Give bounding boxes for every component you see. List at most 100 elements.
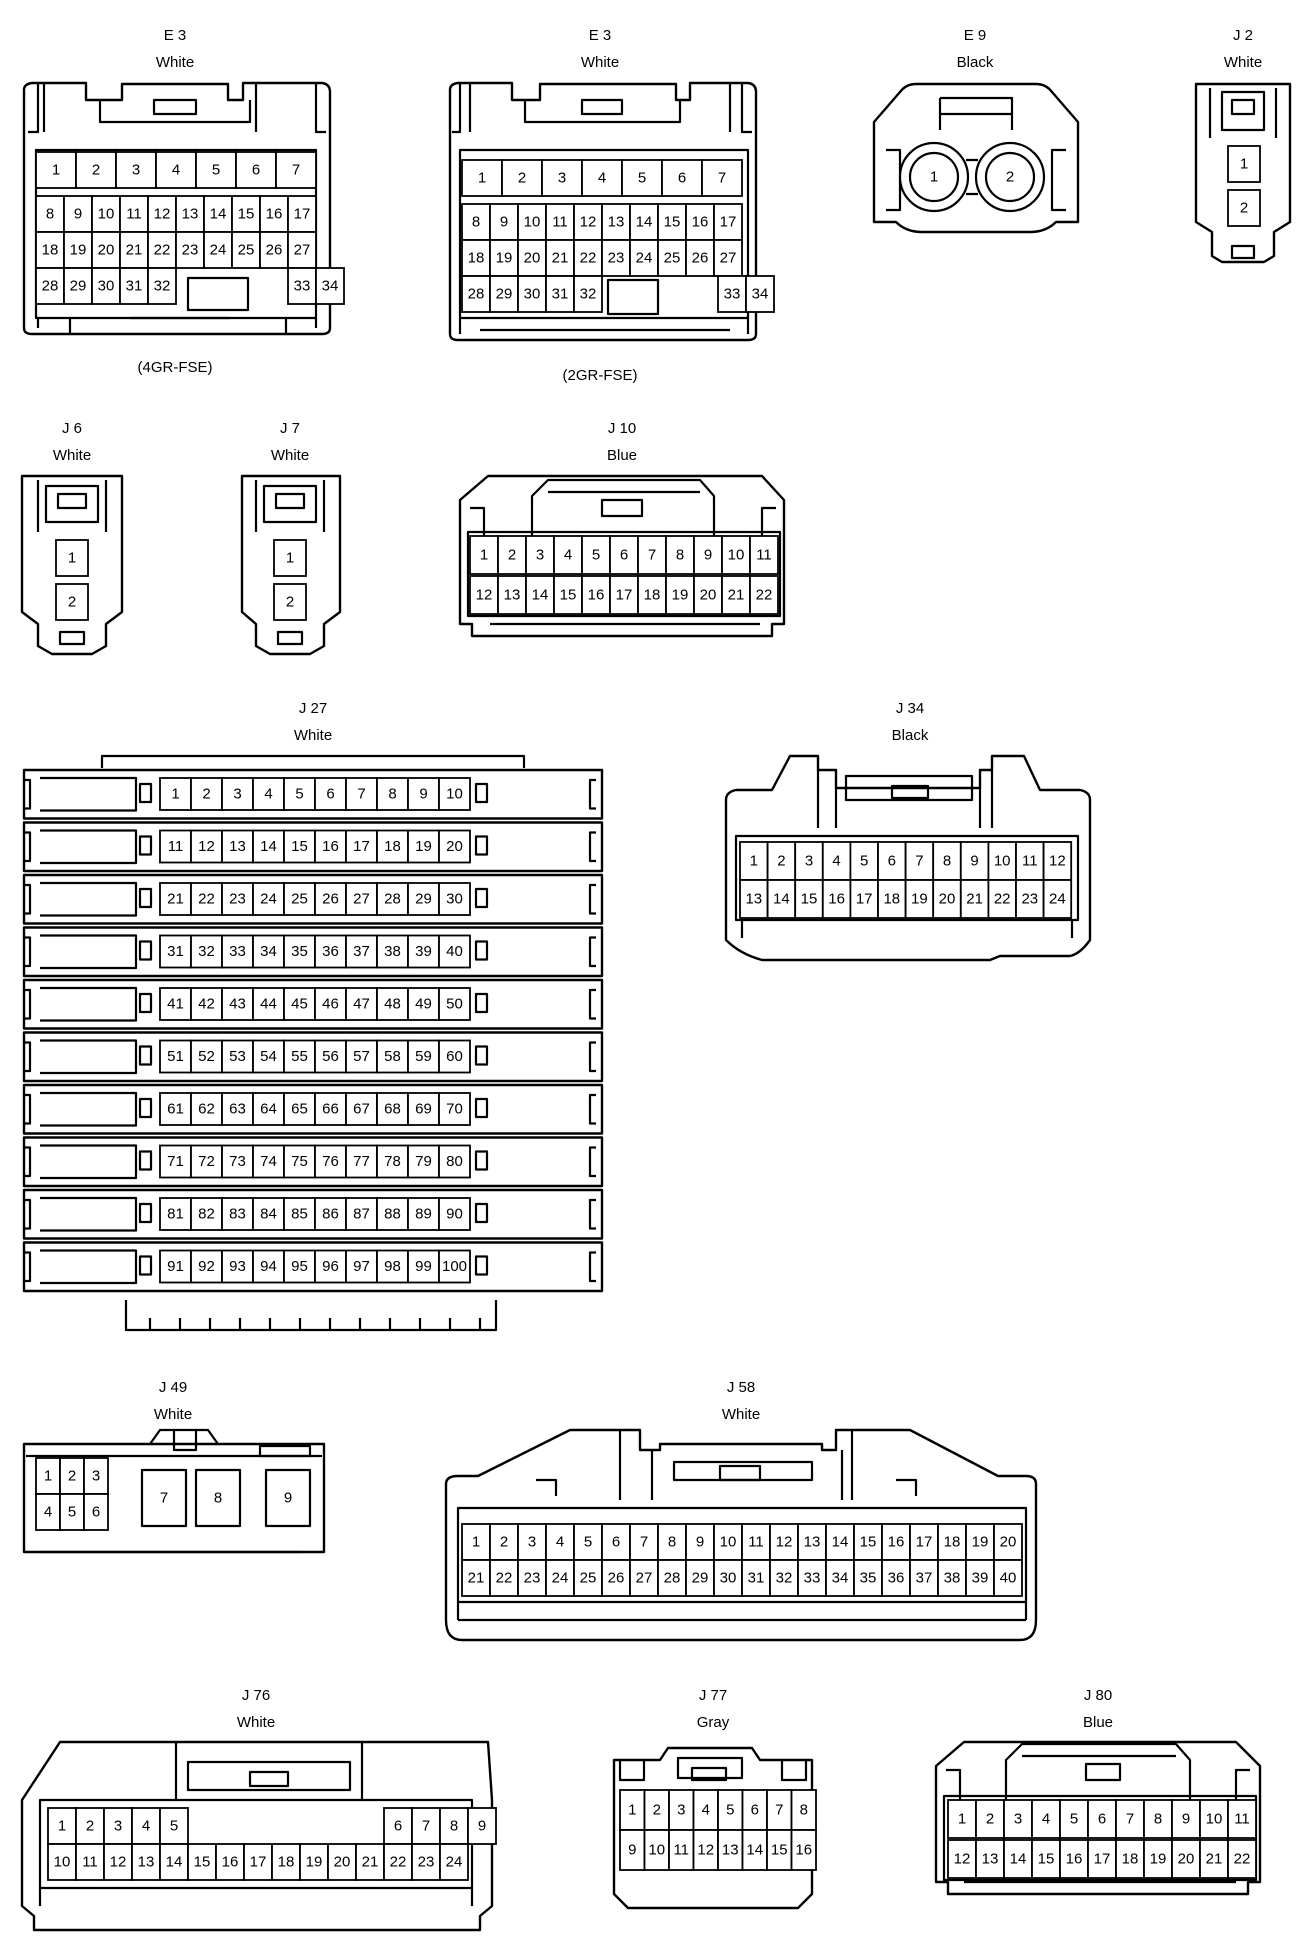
pin-cell bbox=[721, 575, 751, 615]
pin: 17 bbox=[856, 891, 873, 908]
pin: 19 bbox=[911, 891, 928, 908]
pin-cell bbox=[407, 777, 440, 811]
pin: 75 bbox=[291, 1153, 308, 1170]
pin: 61 bbox=[167, 1101, 184, 1118]
pin: 17 bbox=[616, 587, 633, 604]
pin: 21 bbox=[167, 891, 184, 908]
pin-cell bbox=[159, 934, 192, 969]
pin-cell bbox=[541, 159, 583, 197]
pin-cell bbox=[581, 535, 611, 575]
pin-cell bbox=[314, 1144, 347, 1179]
pin: 10 bbox=[524, 214, 541, 231]
pin-cell bbox=[252, 1144, 285, 1179]
pin: 88 bbox=[384, 1206, 401, 1223]
pin: 15 bbox=[238, 206, 255, 223]
pin-cell bbox=[83, 1493, 109, 1531]
pin: 73 bbox=[229, 1153, 246, 1170]
pin-cell bbox=[1042, 879, 1073, 919]
pin: 10 bbox=[446, 786, 463, 803]
pin: 36 bbox=[322, 943, 339, 960]
pin: 48 bbox=[384, 996, 401, 1013]
pin-cell bbox=[1227, 1839, 1257, 1879]
connector-color: White bbox=[237, 1714, 275, 1731]
pin: 67 bbox=[353, 1101, 370, 1118]
pin-cell bbox=[203, 195, 233, 233]
pin: 57 bbox=[353, 1048, 370, 1065]
pin: 58 bbox=[384, 1048, 401, 1065]
slab-lock bbox=[474, 1097, 489, 1119]
pin: 24 bbox=[260, 891, 277, 908]
pin-cell bbox=[376, 1092, 409, 1126]
pin: 33 bbox=[804, 1570, 821, 1587]
pin-cell bbox=[376, 777, 409, 811]
slab-latch bbox=[40, 829, 138, 865]
pin-cell bbox=[221, 1197, 254, 1231]
pin-cell bbox=[271, 1843, 301, 1881]
pin-cell bbox=[1143, 1839, 1173, 1879]
pin: 10 bbox=[98, 206, 115, 223]
pin-cell bbox=[407, 882, 440, 916]
pin: 39 bbox=[972, 1570, 989, 1587]
pin-cell bbox=[629, 1559, 659, 1597]
pin: 31 bbox=[748, 1570, 765, 1587]
pin: 14 bbox=[636, 214, 653, 231]
pin: 15 bbox=[664, 214, 681, 231]
pin-cell bbox=[35, 1493, 61, 1531]
pin: 62 bbox=[198, 1101, 215, 1118]
pin-cell bbox=[932, 879, 962, 919]
pin: 1 bbox=[286, 550, 294, 567]
pin: 23 bbox=[229, 891, 246, 908]
pin: 33 bbox=[294, 278, 311, 295]
pin-cell bbox=[525, 575, 555, 615]
pin-cell bbox=[1087, 1839, 1117, 1879]
pin: 17 bbox=[353, 838, 370, 855]
pin: 1 bbox=[1240, 156, 1248, 173]
pin: 4 bbox=[832, 853, 840, 870]
connector-j6: J 6 White 1 2 bbox=[20, 420, 124, 656]
pin: 2 bbox=[68, 1468, 76, 1485]
pin: 25 bbox=[580, 1570, 597, 1587]
connector-color: White bbox=[1224, 54, 1262, 71]
pin-cell bbox=[993, 1559, 1023, 1597]
pin: 72 bbox=[198, 1153, 215, 1170]
pin: 7 bbox=[422, 1818, 430, 1835]
pin-cell bbox=[283, 777, 316, 811]
pin: 12 bbox=[154, 206, 171, 223]
pin: 28 bbox=[664, 1570, 681, 1587]
pin: 35 bbox=[291, 943, 308, 960]
pin: 19 bbox=[496, 250, 513, 267]
pin: 4 bbox=[44, 1504, 52, 1521]
pin-cell bbox=[749, 535, 779, 575]
pin: 35 bbox=[860, 1570, 877, 1587]
pin-cell bbox=[517, 1559, 547, 1597]
pin: 17 bbox=[1094, 1851, 1111, 1868]
pin-cell bbox=[701, 159, 743, 197]
pin: 85 bbox=[291, 1206, 308, 1223]
pin: 21 bbox=[552, 250, 569, 267]
connector-color: Black bbox=[957, 54, 994, 71]
pin: 31 bbox=[126, 278, 143, 295]
pin-cell bbox=[739, 841, 769, 881]
pin-cell bbox=[190, 829, 223, 864]
pin: 59 bbox=[415, 1048, 432, 1065]
pin: 23 bbox=[608, 250, 625, 267]
slab-lock bbox=[474, 887, 489, 909]
pin: 12 bbox=[476, 587, 493, 604]
pin: 32 bbox=[580, 286, 597, 303]
pin: 23 bbox=[418, 1854, 435, 1871]
pin-cell bbox=[259, 231, 289, 269]
pin-cell bbox=[376, 1144, 409, 1179]
pin: 86 bbox=[322, 1206, 339, 1223]
pin: 6 bbox=[612, 1534, 620, 1551]
pin-cell bbox=[376, 1197, 409, 1231]
pin: 3 bbox=[233, 786, 241, 803]
connector-color: White bbox=[722, 1406, 760, 1423]
pin: 54 bbox=[260, 1048, 277, 1065]
pin: 2 bbox=[653, 1802, 661, 1819]
pin-cell bbox=[1227, 1799, 1257, 1839]
